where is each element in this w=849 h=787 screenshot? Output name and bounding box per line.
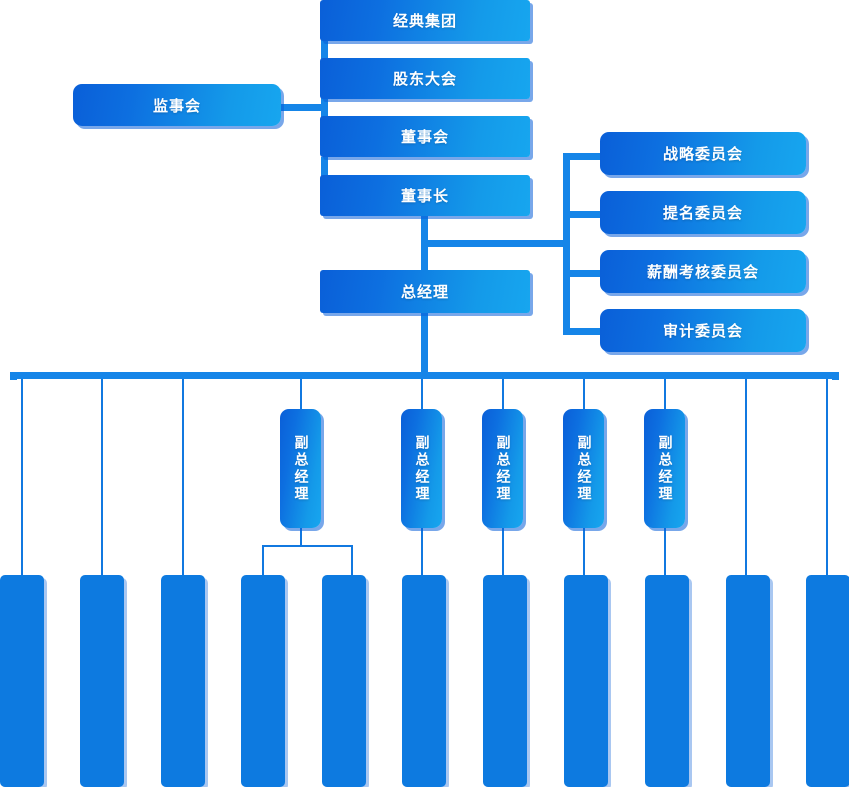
drop-line-vp-2 — [421, 379, 423, 410]
connector-trunk-to-committee-spine — [425, 240, 568, 247]
drop-line-dept-1 — [21, 379, 23, 575]
node-department-11[interactable] — [806, 575, 849, 787]
connector-committee-1 — [563, 153, 601, 160]
node-vice-manager-4-label: 副总经理 — [575, 434, 592, 503]
node-vice-manager-5[interactable]: 副总经理 — [644, 409, 685, 528]
connector-supervisory-to-trunk — [281, 104, 328, 111]
connector-committee-3 — [563, 270, 601, 277]
node-chairman-label: 董事长 — [400, 187, 449, 205]
committee-spine — [563, 153, 570, 330]
trunk-group-to-shareholders — [321, 40, 328, 60]
node-general-manager-label: 总经理 — [400, 283, 449, 301]
drop-line-vp1-to-subbus — [300, 528, 302, 546]
drop-line-vp-1 — [300, 379, 302, 410]
node-committee-nomination-label: 提名委员会 — [662, 204, 743, 222]
department-bus-right-cap — [832, 372, 839, 380]
drop-line-dept-9 — [745, 379, 747, 575]
department-bus-left-cap — [10, 372, 17, 380]
node-committee-strategy-label: 战略委员会 — [662, 145, 743, 163]
node-department-10[interactable] — [726, 575, 770, 787]
node-vice-manager-2[interactable]: 副总经理 — [401, 409, 442, 528]
drop-line-vp-4 — [583, 379, 585, 410]
node-vice-manager-5-label: 副总经理 — [656, 434, 673, 503]
drop-line-dept-8b — [664, 528, 666, 575]
node-group-label: 经典集团 — [392, 12, 457, 30]
node-board-of-directors[interactable]: 董事会 — [320, 116, 530, 157]
drop-line-vp-3 — [502, 379, 504, 410]
node-vice-manager-1-label: 副总经理 — [292, 434, 309, 503]
node-department-6[interactable] — [402, 575, 446, 787]
drop-line-vp-5 — [664, 379, 666, 410]
node-department-9[interactable] — [645, 575, 689, 787]
node-group[interactable]: 经典集团 — [320, 0, 530, 41]
node-department-5[interactable] — [322, 575, 366, 787]
connector-committee-2 — [563, 211, 601, 218]
drop-line-dept-6 — [421, 528, 423, 575]
node-committee-audit[interactable]: 审计委员会 — [600, 309, 806, 352]
node-vice-manager-3[interactable]: 副总经理 — [482, 409, 523, 528]
node-vice-manager-3-label: 副总经理 — [494, 434, 511, 503]
node-department-8[interactable] — [564, 575, 608, 787]
node-supervisory-board-label: 监事会 — [152, 96, 201, 115]
node-department-4[interactable] — [241, 575, 285, 787]
trunk-chairman-to-gm — [421, 215, 428, 270]
node-committee-strategy[interactable]: 战略委员会 — [600, 132, 806, 175]
drop-line-dept-3 — [182, 379, 184, 575]
drop-line-dept-10 — [826, 379, 828, 575]
node-general-manager[interactable]: 总经理 — [320, 270, 530, 313]
vp1-sub-bus — [262, 545, 353, 547]
trunk-gm-to-bus — [421, 313, 428, 376]
node-vice-manager-1[interactable]: 副总经理 — [280, 409, 321, 528]
trunk-board-to-chairman — [321, 157, 328, 177]
node-shareholders-meeting[interactable]: 股东大会 — [320, 58, 530, 99]
node-vice-manager-2-label: 副总经理 — [413, 434, 430, 503]
node-department-1[interactable] — [0, 575, 44, 787]
node-department-7[interactable] — [483, 575, 527, 787]
drop-line-dept-4 — [262, 545, 264, 575]
node-committee-audit-label: 审计委员会 — [662, 322, 743, 340]
drop-line-dept-8 — [583, 528, 585, 575]
node-committee-nomination[interactable]: 提名委员会 — [600, 191, 806, 234]
drop-line-dept-7 — [502, 528, 504, 575]
connector-committee-4 — [563, 328, 601, 335]
node-department-2[interactable] — [80, 575, 124, 787]
node-committee-compensation[interactable]: 薪酬考核委员会 — [600, 250, 806, 293]
node-supervisory-board[interactable]: 监事会 — [73, 84, 281, 126]
department-bus-bar — [10, 372, 839, 379]
drop-line-dept-2 — [101, 379, 103, 575]
node-chairman[interactable]: 董事长 — [320, 175, 530, 216]
node-board-of-directors-label: 董事会 — [400, 128, 449, 146]
node-committee-compensation-label: 薪酬考核委员会 — [646, 263, 759, 281]
node-vice-manager-4[interactable]: 副总经理 — [563, 409, 604, 528]
drop-line-dept-5 — [351, 545, 353, 575]
node-shareholders-meeting-label: 股东大会 — [392, 70, 457, 88]
node-department-3[interactable] — [161, 575, 205, 787]
